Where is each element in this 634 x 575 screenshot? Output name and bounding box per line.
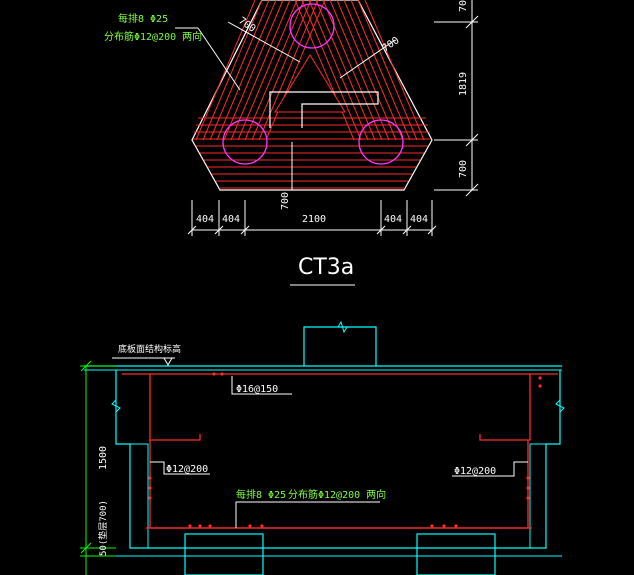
- section-cap-outline: [115, 370, 561, 549]
- bottom-dimension-chain: [187, 200, 437, 236]
- callout-main-bars: 每排8 Φ25: [118, 12, 168, 25]
- label-main-bars: 每排8 Φ25: [236, 488, 286, 501]
- right-dimension-chain: [434, 0, 479, 197]
- cap-inner-opening: [274, 54, 346, 113]
- dim-bottom-1: 404: [196, 214, 214, 225]
- section-column-outline: [303, 326, 377, 366]
- rebar-band-left: [195, 0, 326, 141]
- column-outline: [269, 91, 379, 128]
- dim-right-mid: 1819: [458, 72, 469, 96]
- pile-left: [222, 119, 268, 165]
- plan-title: CT3a: [298, 255, 354, 280]
- rebar-band-right: [294, 0, 425, 141]
- section-rebar-cage: [122, 373, 558, 529]
- dim-bottom-4: 404: [384, 214, 402, 225]
- leader-right-side-bars: [452, 461, 528, 477]
- label-right-side-bars: Φ12@200: [454, 466, 496, 477]
- break-tick-right: [555, 399, 565, 413]
- section-rebar-dots: [148, 372, 542, 528]
- dim-section-cushion: 50(垫层700): [97, 500, 109, 556]
- pile-right: [358, 119, 404, 165]
- dim-diag-right: 700: [380, 35, 401, 54]
- leader-top-bars: [231, 376, 292, 395]
- dim-bottom-3: 2100: [302, 214, 326, 225]
- elevation-marker: [160, 357, 173, 367]
- cap-plan-view: 700 700 每排8 Φ25 分布筋Φ12@200 两向 700 1819 7…: [104, 0, 479, 286]
- callout-leader-diag: [197, 27, 241, 91]
- label-left-side-bars: Φ12@200: [166, 464, 208, 475]
- dim-right-top: 700: [458, 0, 469, 12]
- section-pile-left: [184, 533, 264, 575]
- dim-inner-vertical: 700: [280, 192, 291, 210]
- diag-dim-right-line: [339, 39, 396, 79]
- callout-distribution-bars: 分布筋Φ12@200 两向: [104, 30, 202, 43]
- leader-main-bars: [235, 501, 380, 528]
- dim-section-height: 1500: [98, 446, 109, 470]
- dim-right-bottom: 700: [458, 160, 469, 178]
- section-cap-outline-inner: [130, 443, 149, 548]
- cap-outline: [191, 0, 433, 191]
- label-bottom-elevation: 底板面结构标高: [118, 343, 181, 355]
- break-symbol: [330, 320, 354, 334]
- cap-section-view: 底板面结构标高 Φ16@150 Φ12@200: [80, 320, 565, 575]
- pile-top: [289, 3, 335, 49]
- label-distribution: 分布筋Φ12@200 两向: [288, 488, 386, 501]
- diag-dim-left-line: [227, 21, 301, 63]
- rebar-band-bottom: [193, 117, 431, 189]
- section-pile-right: [416, 533, 496, 575]
- label-top-bars: Φ16@150: [236, 384, 278, 395]
- break-tick-left: [111, 399, 121, 413]
- section-cap-outline-inner-r: [529, 443, 546, 548]
- section-left-dimension: [80, 360, 116, 575]
- dim-bottom-5: 404: [410, 214, 428, 225]
- dim-bottom-2: 404: [222, 214, 240, 225]
- leader-left-side-bars: [150, 461, 210, 475]
